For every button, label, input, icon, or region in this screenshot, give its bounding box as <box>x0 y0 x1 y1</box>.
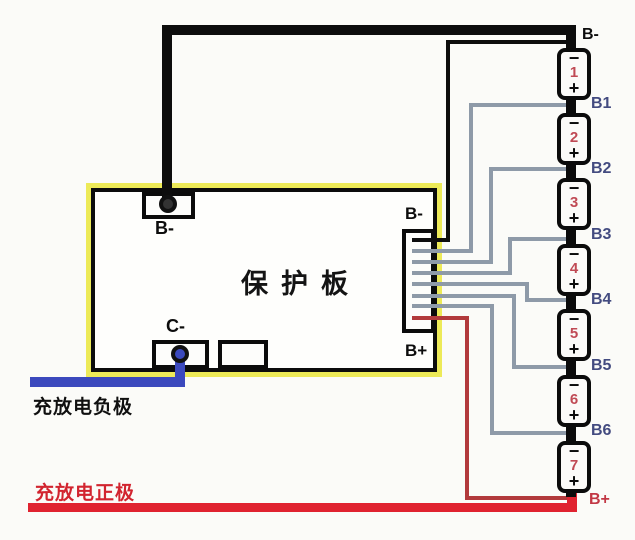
charge-positive-label: 充放电正极 <box>35 483 136 504</box>
cell-number: 2 <box>569 129 579 146</box>
cell-link-4-5 <box>566 292 576 311</box>
cell-link-6-7 <box>566 423 576 443</box>
c-minus-pad-label: C- <box>166 316 185 336</box>
cell-minus-sign: − <box>568 48 580 68</box>
wire-b4-h <box>525 298 573 302</box>
cell-minus-sign: − <box>568 375 580 395</box>
wire-bplus-sense-v <box>465 316 469 500</box>
spare-pad <box>218 340 268 369</box>
wire-pack-positive-h <box>28 503 577 512</box>
c-minus-terminal-circle <box>171 345 189 363</box>
cell-plus-sign: + <box>568 78 580 98</box>
protection-board-border <box>91 188 437 372</box>
junction-label-b3: B3 <box>591 226 612 243</box>
cell-minus-sign: − <box>568 441 580 461</box>
cell-link-1-2 <box>566 96 576 115</box>
cell-plus-sign: + <box>568 405 580 425</box>
battery-cell-5: − 5 + <box>557 309 591 361</box>
junction-label-b2: B2 <box>591 160 612 177</box>
cell-plus-sign: + <box>568 143 580 163</box>
wire-b5-v <box>512 294 516 369</box>
cell-plus-sign: + <box>568 274 580 294</box>
cell-number: 7 <box>569 457 579 474</box>
wire-b3-v <box>508 237 512 275</box>
cell-7-positive-stub <box>566 489 576 497</box>
junction-label-b6: B6 <box>591 422 612 439</box>
cell-number: 4 <box>569 260 579 277</box>
cell-minus-sign: − <box>568 309 580 329</box>
cell-link-2-3 <box>566 161 576 180</box>
wire-b4-v <box>525 282 529 302</box>
junction-label-b1: B1 <box>591 95 612 112</box>
battery-cell-6: − 6 + <box>557 375 591 427</box>
connector-b-plus-label: B+ <box>405 341 428 360</box>
wire-charge-negative-h <box>30 377 185 387</box>
cell-minus-sign: − <box>568 113 580 133</box>
battery-cell-4: − 4 + <box>557 244 591 296</box>
b-minus-pad-label: B- <box>155 218 174 238</box>
cell-number: 1 <box>569 64 579 81</box>
wire-b2-h <box>489 167 573 171</box>
wire-b2-pin <box>412 260 493 264</box>
wire-b6-pin <box>412 304 494 308</box>
charge-negative-label: 充放电负极 <box>33 397 134 418</box>
pack-b-minus-label: B- <box>582 26 599 43</box>
balance-connector <box>402 229 435 333</box>
battery-cell-2: − 2 + <box>557 113 591 165</box>
cell-plus-sign: + <box>568 339 580 359</box>
wire-bplus-sense-pin <box>412 316 469 320</box>
junction-label-b4: B4 <box>591 291 612 308</box>
wire-b6-v <box>490 304 494 435</box>
wire-b1-h <box>469 103 573 107</box>
cell-minus-sign: − <box>568 244 580 264</box>
board-title: 保护板 <box>241 269 361 300</box>
wire-pack-negative-h <box>162 25 576 35</box>
cell-number: 6 <box>569 391 579 408</box>
wire-bplus-sense-h <box>465 496 572 500</box>
wire-b2-v <box>489 167 493 264</box>
pack-b-plus-label: B+ <box>589 491 610 508</box>
wire-pack-negative-drop <box>566 25 576 49</box>
wire-bminus-sense-v <box>446 40 450 242</box>
wire-b5-pin <box>412 294 516 298</box>
battery-cell-3: − 3 + <box>557 178 591 230</box>
wire-b5-h <box>512 365 573 369</box>
cell-number: 3 <box>569 194 579 211</box>
connector-b-minus-label: B- <box>405 204 423 223</box>
cell-link-5-6 <box>566 357 576 377</box>
wire-bminus-sense-pin <box>412 238 450 242</box>
cell-minus-sign: − <box>568 178 580 198</box>
cell-plus-sign: + <box>568 208 580 228</box>
wire-pack-negative-v <box>162 25 172 203</box>
battery-cell-1: − 1 + <box>557 48 591 100</box>
wire-b4-pin <box>412 282 529 286</box>
wire-pack-positive-v <box>567 492 577 512</box>
wire-b3-pin <box>412 271 512 275</box>
wire-b3-h <box>508 237 573 241</box>
wire-b6-h <box>490 431 573 435</box>
wire-bminus-sense-h <box>446 40 570 44</box>
battery-cell-7: − 7 + <box>557 441 591 493</box>
cell-number: 5 <box>569 325 579 342</box>
b-minus-terminal-circle <box>159 195 177 213</box>
cell-plus-sign: + <box>568 471 580 491</box>
cell-link-3-4 <box>566 226 576 246</box>
wire-b1-pin <box>412 249 473 253</box>
junction-label-b5: B5 <box>591 357 612 374</box>
wire-charge-negative-v <box>175 353 185 387</box>
wire-b1-v <box>469 103 473 253</box>
